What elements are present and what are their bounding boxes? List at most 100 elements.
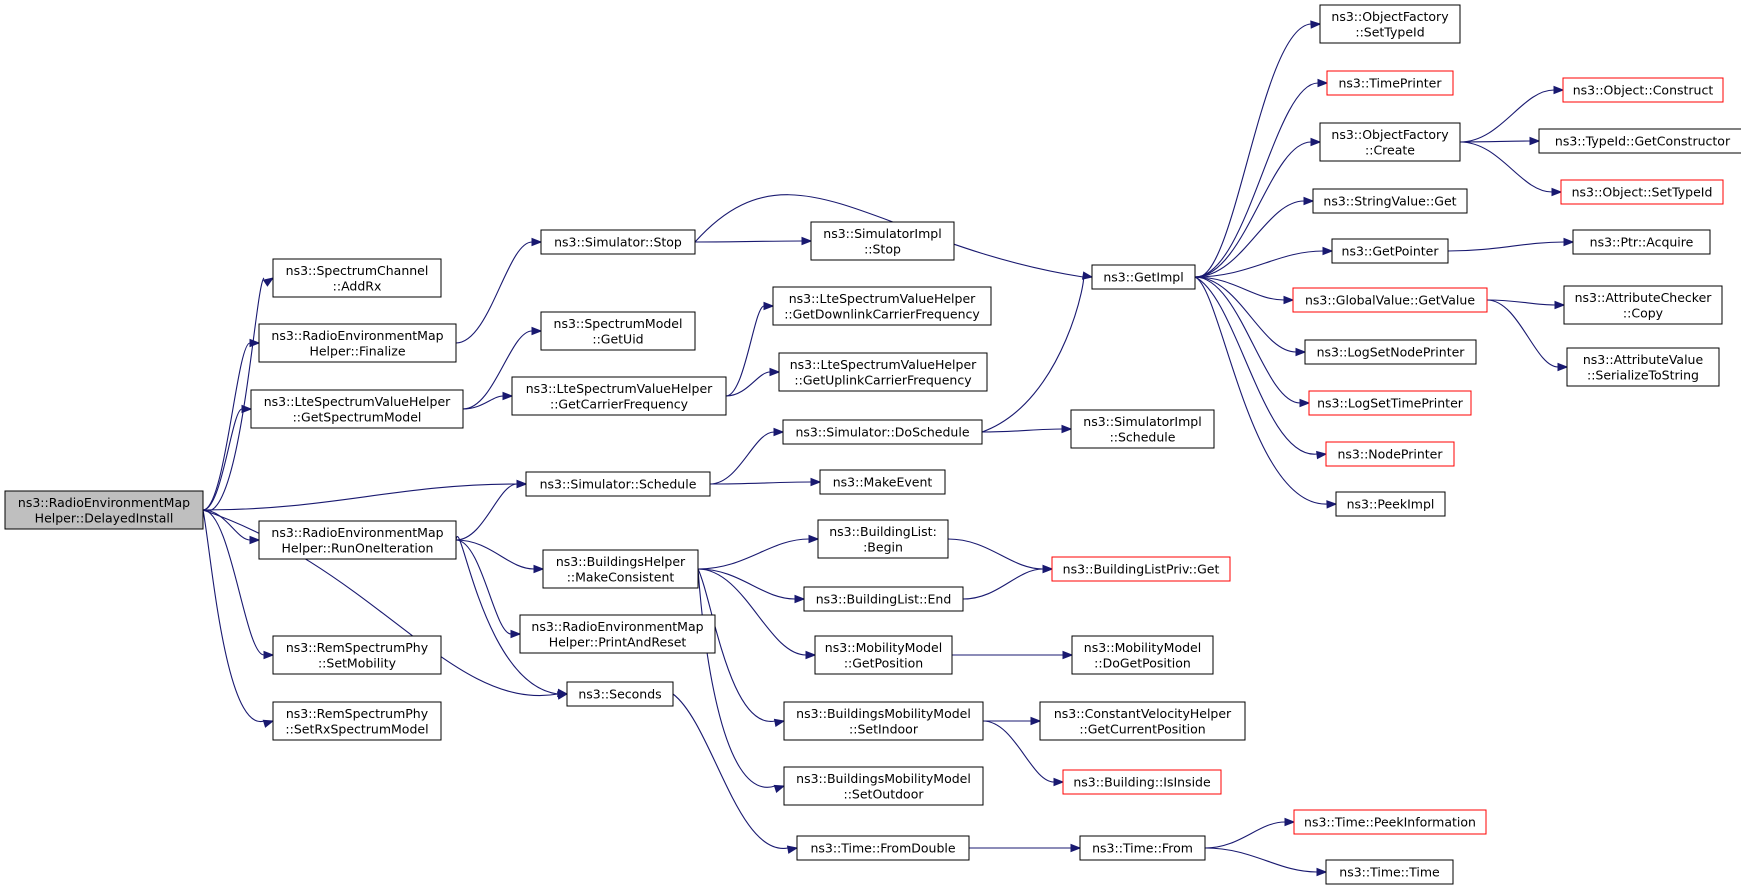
edge-arrowhead xyxy=(1557,362,1569,372)
node-ns3-objectfactory-create[interactable]: ns3::ObjectFactory::Create xyxy=(1319,122,1461,162)
edge-n3-to-n9 xyxy=(462,391,514,410)
edge-n34-to-n45 xyxy=(1459,136,1541,146)
edge-line xyxy=(462,330,533,410)
node-ns3-buildingsmobilitymodel-setindoor[interactable]: ns3::BuildingsMobilityModel::SetIndoor xyxy=(783,701,984,741)
node-ns3-timeprinter[interactable]: ns3::TimePrinter xyxy=(1326,70,1454,96)
node-label: ns3::Ptr::Acquire xyxy=(1590,235,1694,250)
node-ns3-constantvelocityhelper-getcurrentposition[interactable]: ns3::ConstantVelocityHelper::GetCurrentP… xyxy=(1039,701,1246,741)
node-ns3-buildingsmobilitymodel-setoutdoor[interactable]: ns3::BuildingsMobilityModel::SetOutdoor xyxy=(783,766,984,806)
node-ns3-buildinglist-end[interactable]: ns3::BuildingList::End xyxy=(803,586,964,612)
edge-line xyxy=(1459,89,1555,143)
edge-line xyxy=(202,277,265,512)
edge-n10-to-n18 xyxy=(709,477,822,487)
node-ns3-getimpl[interactable]: ns3::GetImpl xyxy=(1091,264,1196,290)
node-ns3-ltespectrumvaluehelper-getuplinkcarrierfrequency[interactable]: ns3::LteSpectrumValueHelper::GetUplinkCa… xyxy=(778,352,988,392)
node-ns3-ltespectrumvaluehelper-getcarrierfrequency[interactable]: ns3::LteSpectrumValueHelper::GetCarrierF… xyxy=(511,376,727,416)
node-ns3-objectfactory-settypeid[interactable]: ns3::ObjectFactory::SetTypeId xyxy=(1319,4,1461,44)
edge-n0-to-n10 xyxy=(202,479,528,511)
node-ns3-object-settypeid[interactable]: ns3::Object::SetTypeId xyxy=(1560,179,1724,205)
node-ns3-mobilitymodel-dogetposition[interactable]: ns3::MobilityModel::DoGetPosition xyxy=(1071,635,1214,675)
node-ns3-ptr-acquire[interactable]: ns3::Ptr::Acquire xyxy=(1572,229,1711,255)
node-box xyxy=(540,311,696,351)
node-ns3-time-fromdouble[interactable]: ns3::Time::FromDouble xyxy=(796,835,970,861)
node-ns3-buildingshelper-makeconsistent[interactable]: ns3::BuildingsHelper::MakeConsistent xyxy=(542,549,699,589)
node-ns3-stringvalue-get[interactable]: ns3::StringValue::Get xyxy=(1312,188,1468,214)
node-ns3-buildinglistpriv-get[interactable]: ns3::BuildingListPriv::Get xyxy=(1051,556,1231,582)
edge-line xyxy=(694,194,1084,278)
node-label: Helper::PrintAndReset xyxy=(549,634,687,649)
node-box xyxy=(1039,701,1246,741)
edge-n31-to-n42 xyxy=(1204,817,1296,849)
edge-arrowhead xyxy=(1563,237,1575,247)
node-ns3-spectrummodel-getuid[interactable]: ns3::SpectrumModel::GetUid xyxy=(540,311,696,351)
node-box xyxy=(817,519,949,559)
edge-line xyxy=(202,509,251,541)
node-label: ns3::StringValue::Get xyxy=(1323,194,1456,209)
node-ns3-nodeprinter[interactable]: ns3::NodePrinter xyxy=(1325,441,1455,467)
node-ns3-time-from[interactable]: ns3::Time::From xyxy=(1079,835,1206,861)
node-box xyxy=(778,352,988,392)
node-ns3-logsettimeprinter[interactable]: ns3::LogSetTimePrinter xyxy=(1308,390,1472,416)
node-box xyxy=(796,835,970,861)
node-label: ::GetCurrentPosition xyxy=(1079,721,1205,736)
edge-line xyxy=(455,536,559,695)
node-ns3-ltespectrumvaluehelper-getdownlinkcarrierfrequency[interactable]: ns3::LteSpectrumValueHelper::GetDownlink… xyxy=(772,286,992,326)
node-ns3-time-time[interactable]: ns3::Time::Time xyxy=(1325,859,1454,885)
edge-n10-to-n17 xyxy=(709,427,785,485)
node-ns3-simulator-stop[interactable]: ns3::Simulator::Stop xyxy=(540,229,696,255)
edge-n25-to-n36 xyxy=(1194,246,1334,278)
node-ns3-ltespectrumvaluehelper-getspectrummodel[interactable]: ns3::LteSpectrumValueHelper::GetSpectrum… xyxy=(250,389,464,429)
node-box xyxy=(1335,491,1446,517)
node-ns3-seconds[interactable]: ns3::Seconds xyxy=(566,681,674,707)
node-ns3-typeid-getconstructor[interactable]: ns3::TypeId::GetConstructor xyxy=(1538,128,1741,154)
edge-arrowhead xyxy=(1070,843,1082,853)
node-label: ns3::RadioEnvironmentMap xyxy=(531,619,703,634)
node-ns3-simulatorimpl-stop[interactable]: ns3::SimulatorImpl::Stop xyxy=(810,221,955,261)
node-label: ns3::Time::Time xyxy=(1339,865,1440,880)
node-box xyxy=(782,419,983,445)
node-ns3-peekimpl[interactable]: ns3::PeekImpl xyxy=(1335,491,1446,517)
node-ns3-radioenvironmentmaphelper-delayedinstall[interactable]: ns3::RadioEnvironmentMapHelper::DelayedI… xyxy=(4,490,204,530)
edge-n11-to-n21 xyxy=(697,568,817,660)
node-ns3-getpointer[interactable]: ns3::GetPointer xyxy=(1331,238,1449,264)
edge-arrowhead xyxy=(1303,196,1315,206)
node-ns3-attributevalue-serializetostring[interactable]: ns3::AttributeValue::SerializeToString xyxy=(1566,347,1720,387)
edge-arrowhead xyxy=(1061,424,1073,434)
node-box xyxy=(803,586,964,612)
edge-arrowhead xyxy=(1062,650,1074,660)
node-label: ns3::AttributeChecker xyxy=(1575,290,1713,305)
edge-n17-to-n26 xyxy=(981,424,1073,434)
node-ns3-simulator-schedule[interactable]: ns3::Simulator::Schedule xyxy=(525,471,711,497)
node-label: ns3::LteSpectrumValueHelper xyxy=(789,291,976,306)
node-ns3-makeevent[interactable]: ns3::MakeEvent xyxy=(819,469,946,495)
node-ns3-simulator-doschedule[interactable]: ns3::Simulator::DoSchedule xyxy=(782,419,983,445)
node-label: ns3::SimulatorImpl xyxy=(1083,414,1201,429)
node-box xyxy=(783,766,984,806)
node-box xyxy=(540,229,696,255)
node-ns3-radioenvironmentmaphelper-runoneiteration[interactable]: ns3::RadioEnvironmentMapHelper::RunOneIt… xyxy=(258,520,457,560)
node-ns3-building-isinside[interactable]: ns3::Building::IsInside xyxy=(1062,769,1222,795)
edge-arrowhead xyxy=(1053,777,1065,787)
node-ns3-remspectrumphy-setmobility[interactable]: ns3::RemSpectrumPhy::SetMobility xyxy=(272,635,442,675)
node-ns3-time-peekinformation[interactable]: ns3::Time::PeekInformation xyxy=(1293,809,1487,835)
edge-line xyxy=(1194,82,1319,278)
node-label: ns3::SpectrumChannel xyxy=(286,263,429,278)
node-ns3-spectrumchannel-addrx[interactable]: ns3::SpectrumChannel::AddRx xyxy=(272,258,442,298)
node-ns3-remspectrumphy-setrxspectrummodel[interactable]: ns3::RemSpectrumPhy::SetRxSpectrumModel xyxy=(272,701,442,741)
node-ns3-mobilitymodel-getposition[interactable]: ns3::MobilityModel::GetPosition xyxy=(814,635,953,675)
node-ns3-buildinglist-begin[interactable]: ns3::BuildingList::Begin xyxy=(817,519,949,559)
node-label: ::MakeConsistent xyxy=(567,569,675,584)
node-box xyxy=(783,701,984,741)
node-ns3-object-construct[interactable]: ns3::Object::Construct xyxy=(1562,77,1724,103)
node-box xyxy=(819,469,946,495)
node-box xyxy=(1070,409,1215,449)
node-ns3-logsetnodeprinter[interactable]: ns3::LogSetNodePrinter xyxy=(1304,339,1477,365)
node-ns3-radioenvironmentmaphelper-printandreset[interactable]: ns3::RadioEnvironmentMapHelper::PrintAnd… xyxy=(519,614,716,654)
edge-n4-to-n13 xyxy=(455,536,569,698)
node-ns3-globalvalue-getvalue[interactable]: ns3::GlobalValue::GetValue xyxy=(1292,287,1488,313)
node-ns3-simulatorimpl-schedule[interactable]: ns3::SimulatorImpl::Schedule xyxy=(1070,409,1215,449)
node-ns3-attributechecker-copy[interactable]: ns3::AttributeChecker::Copy xyxy=(1563,285,1723,325)
edge-line xyxy=(1459,140,1531,143)
edge-n34-to-n46 xyxy=(1459,141,1563,197)
